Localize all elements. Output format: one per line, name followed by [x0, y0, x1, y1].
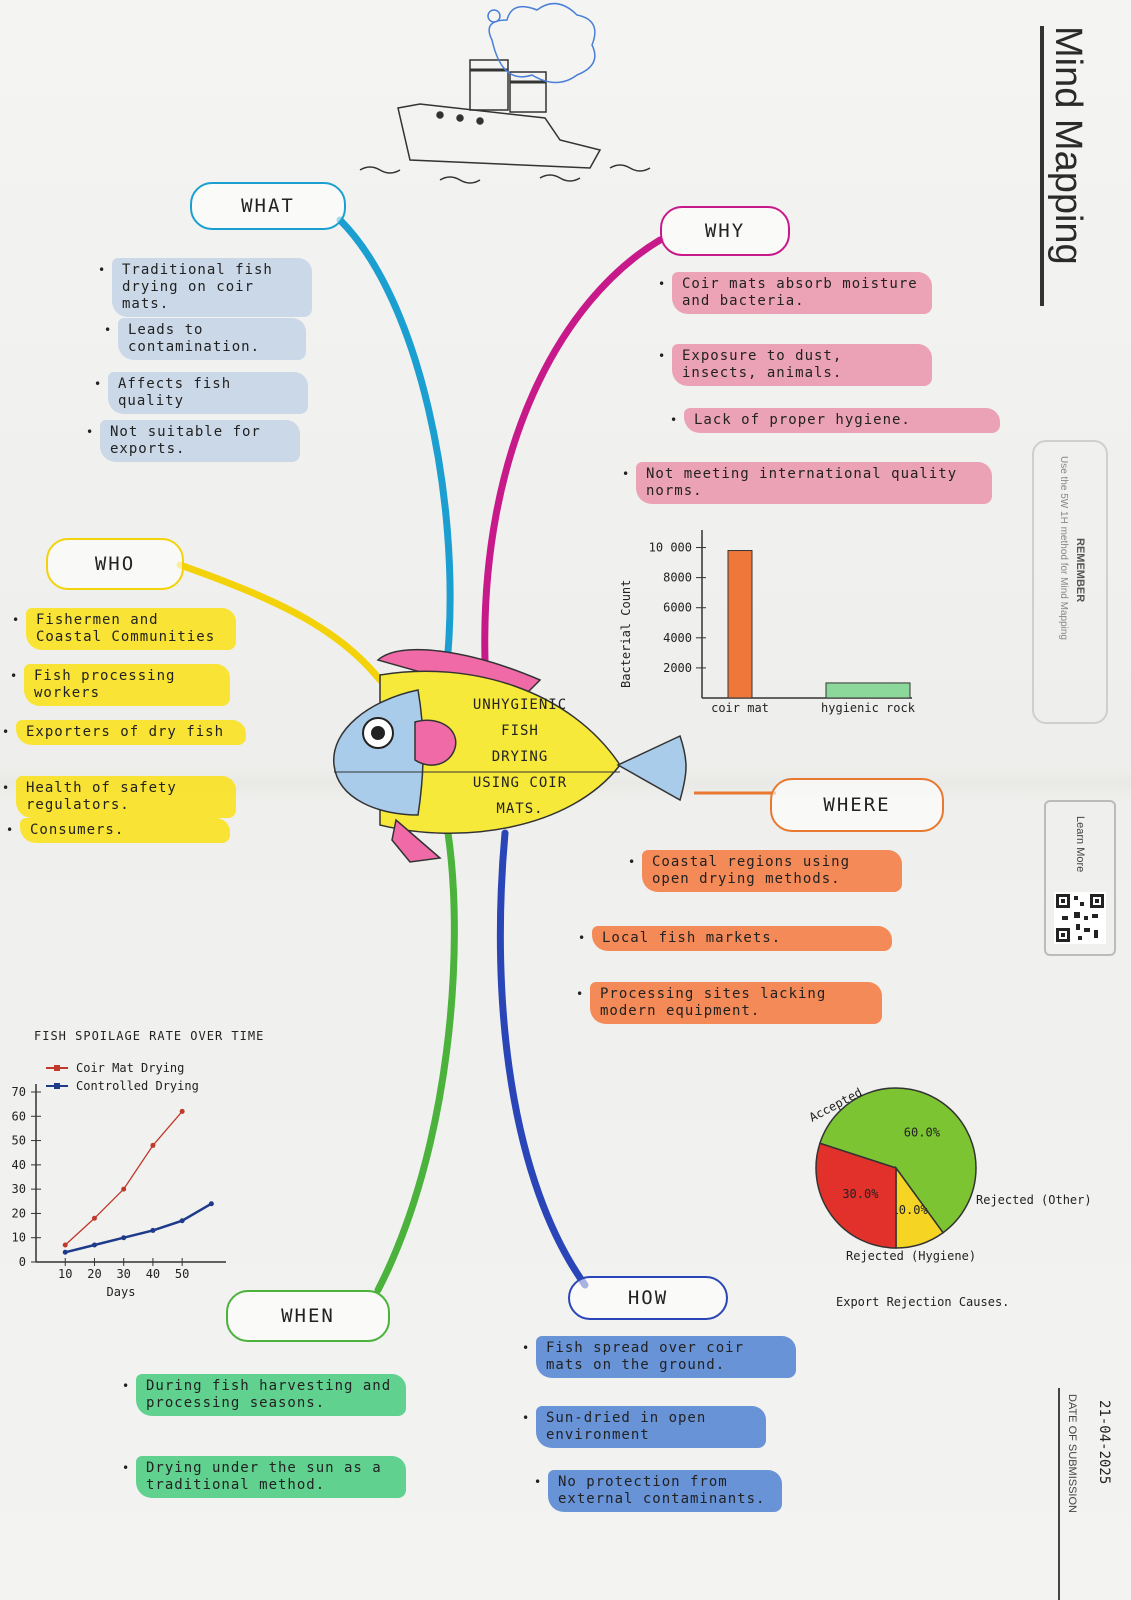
why-item-1: Coir mats absorb moisture and bacteria.	[658, 272, 932, 314]
center-line-5: MATS.	[496, 801, 544, 817]
submission-label: DATE OF SUBMISSION	[1066, 1394, 1078, 1513]
learn-more-card[interactable]: Learn More	[1044, 800, 1116, 956]
where-item-2: Local fish markets.	[578, 926, 892, 951]
submission-date: 21-04-2025	[1096, 1400, 1112, 1485]
ship-icon	[359, 2, 651, 184]
who-item-2: Fish processing workers	[10, 664, 230, 706]
when-item-1: During fish harvesting and processing se…	[122, 1374, 406, 1416]
why-item-4: Not meeting international quality norms.	[622, 462, 992, 504]
how-item-1: Fish spread over coir mats on the ground…	[522, 1336, 796, 1378]
what-item-3: Affects fish quality	[94, 372, 308, 414]
who-item-1: Fishermen and Coastal Communities	[12, 608, 236, 650]
how-item-3: No protection from external contaminants…	[534, 1470, 782, 1512]
center-line-1: UNHYGIENIC	[472, 697, 568, 713]
how-item-2: Sun-dried in open environment	[522, 1406, 766, 1448]
what-item-4: Not suitable for exports.	[86, 420, 300, 462]
where-item-1: Coastal regions using open drying method…	[628, 850, 902, 892]
node-how: HOW	[568, 1276, 728, 1320]
who-item-4: Health of safety regulators.	[2, 776, 236, 818]
what-item-1: Traditional fish drying on coir mats.	[98, 258, 312, 317]
center-topic: UNHYGIENIC FISH DRYING USING COIR MATS.	[420, 692, 620, 822]
qr-code-icon	[1054, 892, 1106, 944]
where-item-3: Processing sites lacking modern equipmen…	[576, 982, 882, 1024]
why-item-2: Exposure to dust, insects, animals.	[658, 344, 932, 386]
page-title: Mind Mapping	[1040, 26, 1089, 306]
submission-block: 21-04-2025 DATE OF SUBMISSION	[1058, 1388, 1120, 1600]
center-line-4: USING COIR	[472, 775, 568, 791]
learn-more-label: Learn More	[1074, 816, 1086, 873]
who-item-3: Exporters of dry fish	[2, 720, 246, 745]
why-item-3: Lack of proper hygiene.	[670, 408, 1000, 433]
node-why: WHY	[660, 206, 790, 256]
center-line-3: DRYING	[491, 749, 549, 765]
center-line-2: FISH	[501, 723, 539, 739]
node-when: WHEN	[226, 1290, 390, 1342]
remember-text: Use the 5W 1H method for Mind Mapping	[1058, 456, 1069, 640]
node-what: WHAT	[190, 182, 346, 230]
node-where: WHERE	[770, 778, 944, 832]
when-item-2: Drying under the sun as a traditional me…	[122, 1456, 406, 1498]
remember-heading: REMEMBER	[1074, 538, 1086, 603]
node-who: WHO	[46, 538, 184, 590]
who-item-5: Consumers.	[6, 818, 230, 843]
remember-box: REMEMBER Use the 5W 1H method for Mind M…	[1032, 440, 1108, 724]
what-item-2: Leads to contamination.	[104, 318, 306, 360]
